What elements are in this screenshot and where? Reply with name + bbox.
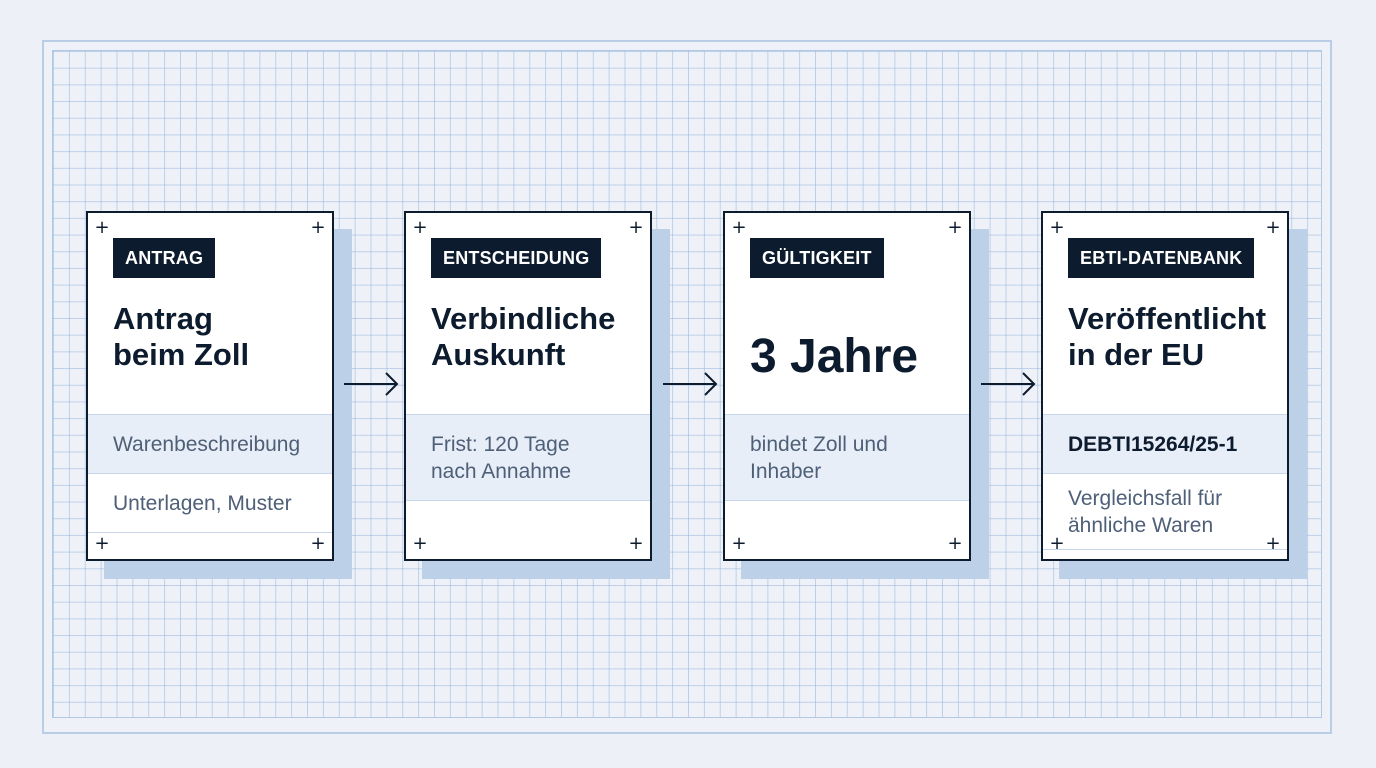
card: + + + + ENTSCHEIDUNG Verbindliche Auskun… bbox=[404, 211, 652, 561]
step-title: Antrag beim Zoll bbox=[113, 301, 250, 372]
crosshair-icon: + bbox=[947, 533, 963, 554]
step-title: 3 Jahre bbox=[750, 330, 919, 383]
card: + + + + EBTI-DATENBANK Veröffentlicht in… bbox=[1041, 211, 1289, 561]
step-ebti-datenbank: + + + + EBTI-DATENBANK Veröffentlicht in… bbox=[1041, 211, 1307, 579]
detail-row: Warenbeschreibung bbox=[88, 415, 332, 474]
crosshair-icon: + bbox=[628, 217, 644, 238]
step-antrag: + + + + ANTRAG Antrag beim Zoll Warenbes… bbox=[86, 211, 352, 579]
flow-arrow-icon bbox=[979, 370, 1037, 398]
step-tag: EBTI-DATENBANK bbox=[1068, 238, 1255, 278]
crosshair-icon: + bbox=[947, 217, 963, 238]
crosshair-icon: + bbox=[1265, 533, 1281, 554]
step-details: Warenbeschreibung Unterlagen, Muster bbox=[88, 414, 332, 533]
crosshair-icon: + bbox=[731, 217, 747, 238]
flow-arrow-icon bbox=[661, 370, 719, 398]
detail-row: Frist: 120 Tage nach Annahme bbox=[406, 415, 650, 501]
reference-number: DEBTI15264/25-1 bbox=[1043, 415, 1287, 474]
crosshair-icon: + bbox=[310, 217, 326, 238]
step-details: Frist: 120 Tage nach Annahme bbox=[406, 414, 650, 501]
detail-row: bindet Zoll und Inhaber bbox=[725, 415, 969, 501]
crosshair-icon: + bbox=[1049, 217, 1065, 238]
step-title: Verbindliche Auskunft bbox=[431, 301, 616, 372]
crosshair-icon: + bbox=[94, 533, 110, 554]
step-tag: ENTSCHEIDUNG bbox=[431, 238, 602, 278]
crosshair-icon: + bbox=[412, 217, 428, 238]
crosshair-icon: + bbox=[628, 533, 644, 554]
detail-row: Vergleichsfall für ähnliche Waren bbox=[1043, 474, 1287, 550]
crosshair-icon: + bbox=[94, 217, 110, 238]
step-gueltigkeit: + + + + GÜLTIGKEIT 3 Jahre bindet Zoll u… bbox=[723, 211, 989, 579]
step-entscheidung: + + + + ENTSCHEIDUNG Verbindliche Auskun… bbox=[404, 211, 670, 579]
step-details: bindet Zoll und Inhaber bbox=[725, 414, 969, 501]
card: + + + + GÜLTIGKEIT 3 Jahre bindet Zoll u… bbox=[723, 211, 971, 561]
card: + + + + ANTRAG Antrag beim Zoll Warenbes… bbox=[86, 211, 334, 561]
step-details: DEBTI15264/25-1 Vergleichsfall für ähnli… bbox=[1043, 414, 1287, 550]
crosshair-icon: + bbox=[731, 533, 747, 554]
crosshair-icon: + bbox=[1265, 217, 1281, 238]
crosshair-icon: + bbox=[412, 533, 428, 554]
crosshair-icon: + bbox=[310, 533, 326, 554]
step-tag: GÜLTIGKEIT bbox=[750, 238, 884, 278]
detail-row: Unterlagen, Muster bbox=[88, 474, 332, 533]
flow-arrow-icon bbox=[342, 370, 400, 398]
crosshair-icon: + bbox=[1049, 533, 1065, 554]
step-title: Veröffentlicht in der EU bbox=[1068, 301, 1267, 372]
step-tag: ANTRAG bbox=[113, 238, 216, 278]
